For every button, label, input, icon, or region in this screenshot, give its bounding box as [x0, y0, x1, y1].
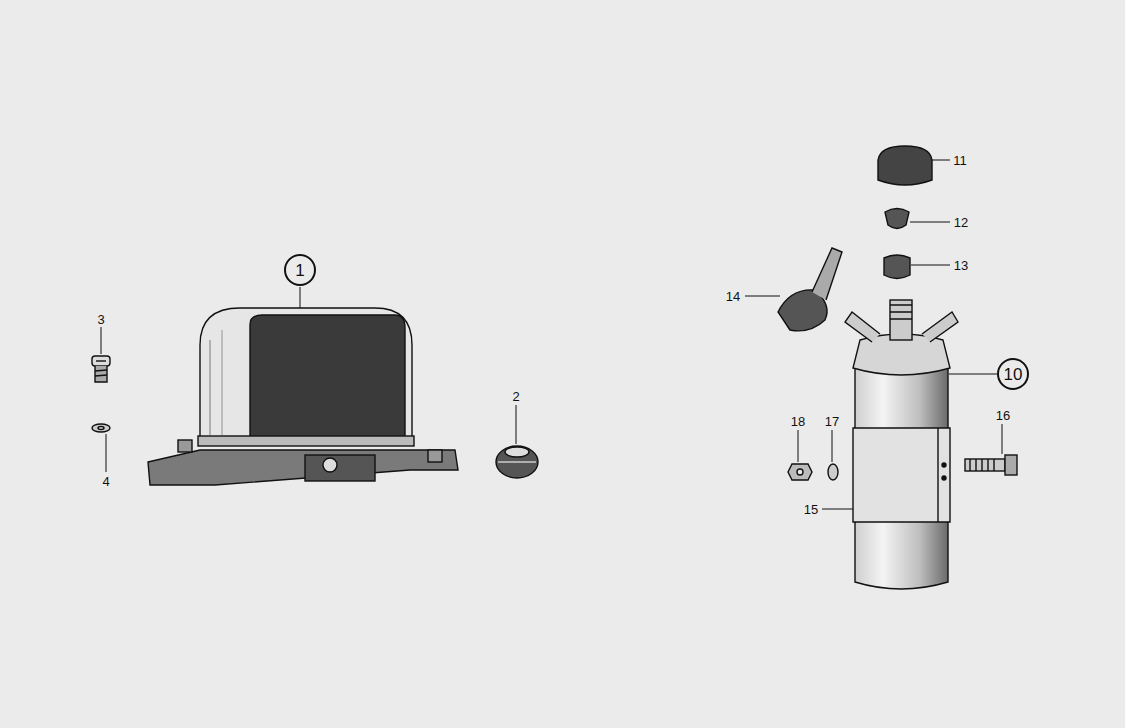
callout-circle: 1 — [284, 254, 316, 286]
callout-number: 17 — [825, 415, 839, 428]
callout-number: 3 — [97, 313, 104, 326]
callout-number: 16 — [996, 409, 1010, 422]
callout-number: 15 — [804, 503, 818, 516]
callout-number: 10 — [1004, 366, 1023, 383]
callout-number: 18 — [791, 415, 805, 428]
callout-circle: 10 — [997, 358, 1029, 390]
callout-number: 12 — [954, 216, 968, 229]
callout-number: 4 — [102, 475, 109, 488]
callout-number: 1 — [295, 262, 304, 279]
callout-number: 11 — [953, 154, 967, 167]
callout-number: 14 — [726, 290, 740, 303]
callout-number: 2 — [512, 390, 519, 403]
callout-number: 13 — [954, 259, 968, 272]
